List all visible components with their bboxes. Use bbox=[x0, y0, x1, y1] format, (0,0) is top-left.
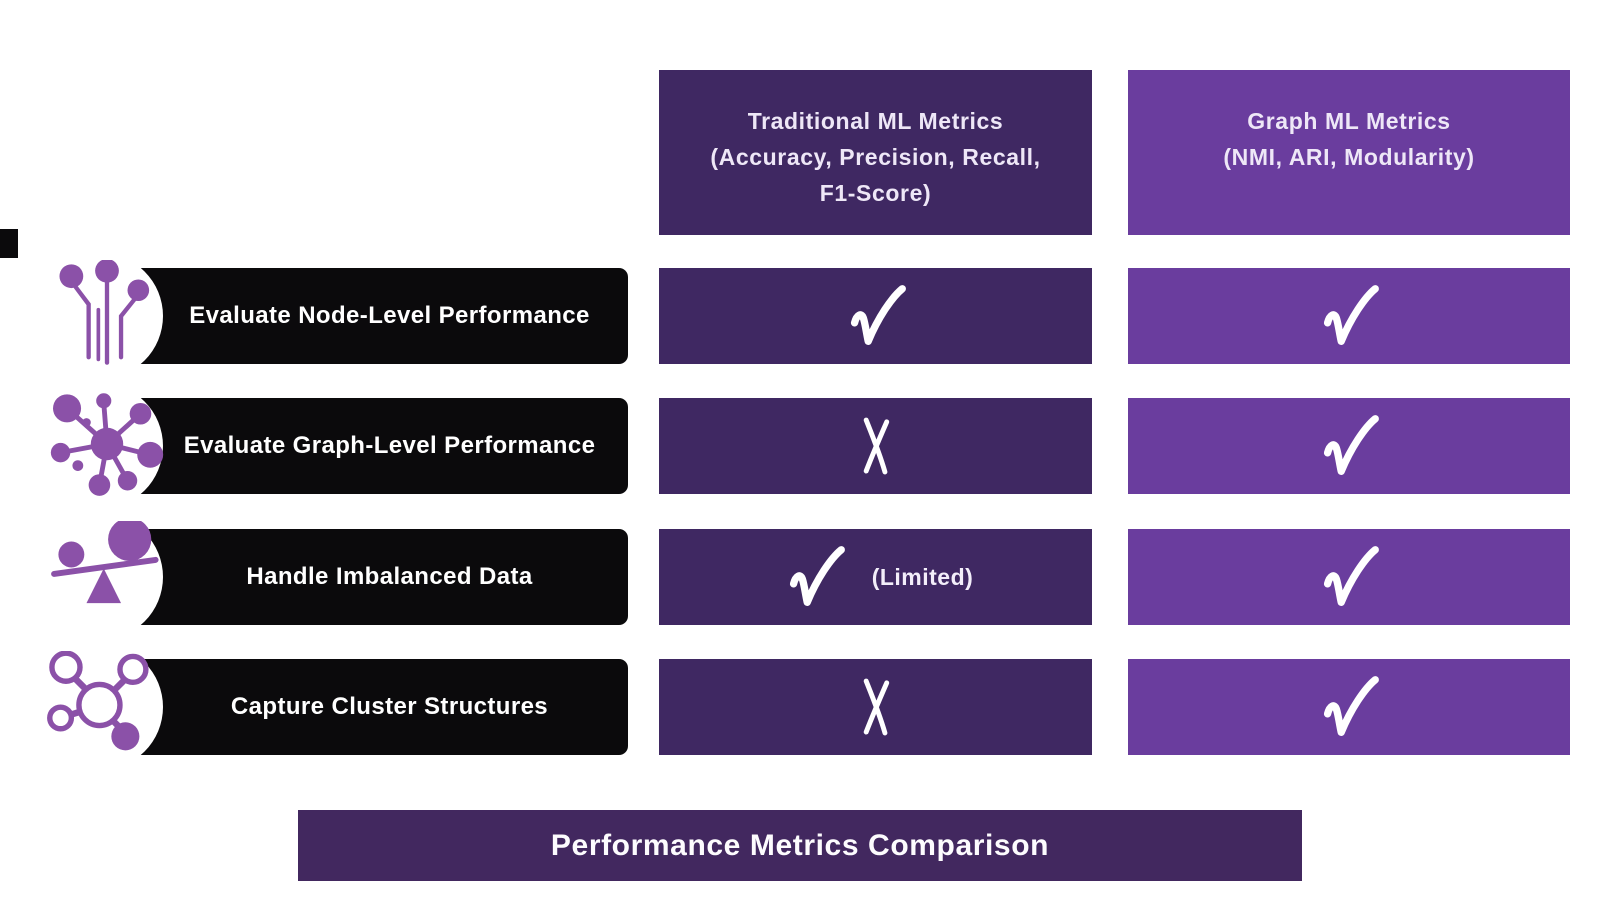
cell-graph bbox=[1128, 529, 1570, 625]
check-icon bbox=[1323, 285, 1379, 345]
cell-traditional bbox=[659, 268, 1092, 364]
header-line: F1-Score) bbox=[819, 180, 932, 206]
mark-slot bbox=[1312, 540, 1386, 614]
row-label-node-level: Evaluate Node-Level Performance bbox=[37, 253, 628, 379]
row-icon-slot bbox=[47, 650, 167, 759]
edge-artifact bbox=[0, 229, 18, 258]
check-icon bbox=[1323, 415, 1379, 475]
mark-slot bbox=[852, 673, 900, 741]
check-icon bbox=[1323, 546, 1379, 606]
row-icon-slot bbox=[47, 517, 167, 629]
cell-graph bbox=[1128, 398, 1570, 494]
row-label-text: Evaluate Node-Level Performance bbox=[189, 302, 590, 329]
mark-slot bbox=[1312, 409, 1386, 483]
row-label-text: Evaluate Graph-Level Performance bbox=[183, 432, 596, 459]
mark-slot bbox=[852, 412, 900, 480]
row-label-cluster-structures: Capture Cluster Structures bbox=[37, 644, 628, 770]
cell-graph bbox=[1128, 268, 1570, 364]
row-icon-slot bbox=[47, 258, 167, 368]
check-icon bbox=[789, 546, 845, 606]
cell-graph bbox=[1128, 659, 1570, 755]
row-label-graph-level: Evaluate Graph-Level Performance bbox=[37, 383, 628, 509]
graph-network-icon bbox=[50, 393, 164, 496]
header-line: (Accuracy, Precision, Recall, bbox=[710, 144, 1041, 170]
row-label-imbalanced-data: Handle Imbalanced Data bbox=[37, 514, 628, 640]
footer-title-bar: Performance Metrics Comparison bbox=[298, 810, 1302, 881]
row-icon-slot bbox=[47, 390, 167, 498]
header-line: (NMI, ARI, Modularity) bbox=[1223, 144, 1475, 170]
header-traditional-ml-metrics: Traditional ML Metrics (Accuracy, Precis… bbox=[659, 70, 1092, 235]
row-label-text: Handle Imbalanced Data bbox=[246, 563, 533, 590]
row-label-text: Capture Cluster Structures bbox=[230, 693, 549, 720]
page-title: Performance Metrics Comparison bbox=[550, 828, 1050, 862]
check-icon bbox=[850, 285, 906, 345]
mark-slot bbox=[778, 540, 852, 614]
cell-traditional bbox=[659, 398, 1092, 494]
cross-icon bbox=[863, 417, 889, 475]
mark-slot bbox=[1312, 279, 1386, 353]
balance-scale-icon bbox=[51, 517, 159, 604]
cell-traditional: (Limited) bbox=[659, 529, 1092, 625]
node-pins-icon bbox=[59, 258, 150, 365]
cross-icon bbox=[863, 678, 889, 736]
mark-slot bbox=[1312, 670, 1386, 744]
mark-slot bbox=[839, 279, 913, 353]
header-graph-ml-metrics: Graph ML Metrics (NMI, ARI, Modularity) bbox=[1128, 70, 1570, 235]
check-icon bbox=[1323, 676, 1379, 736]
header-line: Graph ML Metrics bbox=[1247, 108, 1451, 134]
cell-note: (Limited) bbox=[871, 563, 974, 590]
cluster-structure-icon bbox=[47, 650, 149, 751]
cell-traditional bbox=[659, 659, 1092, 755]
header-line: Traditional ML Metrics bbox=[747, 108, 1004, 134]
